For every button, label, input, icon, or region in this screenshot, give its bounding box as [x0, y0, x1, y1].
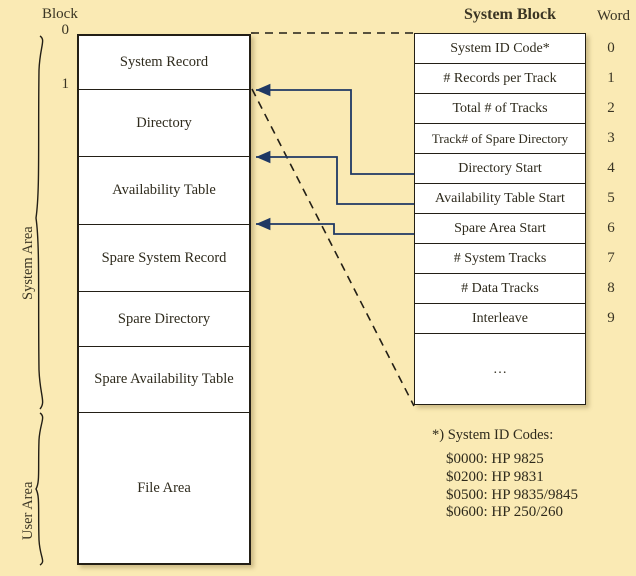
footnote-line-2: $0500: HP 9835/9845 — [446, 486, 578, 503]
footnote-line-1: $0200: HP 9831 — [446, 468, 544, 485]
block-heading: Block — [42, 6, 78, 22]
footnote-title: *) System ID Codes: — [432, 427, 554, 443]
word-row-1: # Records per Track — [415, 64, 585, 94]
word-row-2: Total # of Tracks — [415, 94, 585, 124]
block-index-1: 1 — [61, 76, 70, 92]
system-block-heading: System Block — [464, 6, 556, 23]
word-index-0: 0 — [607, 40, 615, 56]
dashed-guide-diagonal — [251, 88, 415, 407]
word-index-9: 9 — [607, 310, 615, 326]
block-cell-directory: Directory — [79, 90, 249, 157]
word-index-4: 4 — [607, 160, 615, 176]
area-label-user: User Area — [20, 481, 36, 540]
word-row-ellipsis: … — [493, 362, 507, 377]
word-index-6: 6 — [607, 220, 615, 236]
word-index-1: 1 — [607, 70, 615, 86]
footnote-line-0: $0000: HP 9825 — [446, 451, 544, 468]
word-index-5: 5 — [607, 190, 615, 206]
word-index-8: 8 — [607, 280, 615, 296]
word-row-4: Directory Start — [415, 154, 585, 184]
word-row-0: System ID Code* — [415, 34, 585, 64]
word-row-5: Availability Table Start — [415, 184, 585, 214]
word-index-3: 3 — [607, 130, 615, 146]
arrow-availability-table-start — [255, 150, 414, 205]
word-index-2: 2 — [607, 100, 615, 116]
block-index-0: 0 — [61, 22, 70, 38]
word-index-7: 7 — [607, 250, 615, 266]
block-cell-spare-directory: Spare Directory — [79, 292, 249, 347]
block-cell-file-area: File Area — [137, 479, 191, 496]
word-row-7: # System Tracks — [415, 244, 585, 274]
word-row-8: # Data Tracks — [415, 274, 585, 304]
word-heading: Word — [597, 8, 630, 24]
word-row-9: Interleave — [415, 304, 585, 334]
block-cell-spare-availability-table: Spare Availability Table — [79, 347, 249, 413]
system-block-table: System ID Code* # Records per Track Tota… — [414, 33, 586, 405]
block-cell-spare-system-record: Spare System Record — [79, 225, 249, 292]
arrow-directory-start — [255, 83, 414, 175]
block-cell-availability-table: Availability Table — [79, 157, 249, 225]
block-column: System Record Directory Availability Tab… — [77, 34, 251, 565]
footnote: *) System ID Codes: $0000: HP 9825 $0200… — [432, 427, 578, 523]
area-label-system: System Area — [20, 226, 36, 300]
arrow-spare-area-start — [255, 217, 414, 235]
system-area-brace — [35, 35, 44, 410]
footnote-line-3: $0600: HP 250/260 — [446, 504, 563, 521]
word-row-3: Track# of Spare Directory — [415, 124, 585, 154]
block-cell-system-record: System Record — [79, 36, 249, 90]
word-row-6: Spare Area Start — [415, 214, 585, 244]
